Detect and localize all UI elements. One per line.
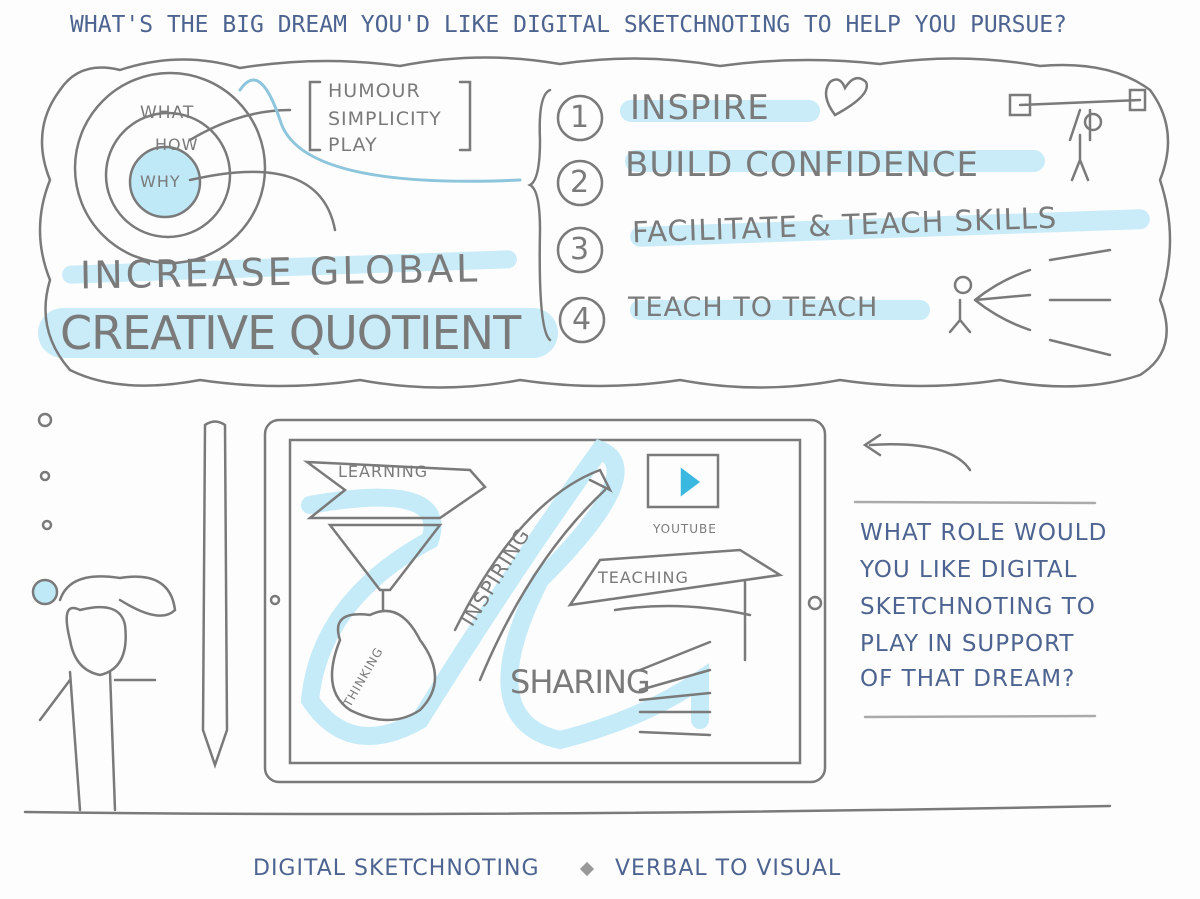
how-circle [104, 111, 232, 239]
page-title: WHAT'S THE BIG DREAM YOU'D LIKE DIGITAL … [70, 12, 1067, 38]
goal-circle-3 [556, 226, 604, 274]
highlight-teach [630, 300, 930, 320]
goal-num-2: 2 [570, 165, 591, 200]
inspiring-arrow [453, 468, 613, 682]
value-simplicity: SIMPLICITY [328, 108, 442, 130]
tablet-learning: LEARNING [338, 462, 429, 481]
return-arrow [862, 433, 972, 472]
footer-right: VERBAL TO VISUAL [615, 856, 842, 881]
goal-circle-2 [556, 159, 604, 207]
person-figure [38, 605, 157, 812]
brain-icon [330, 609, 437, 722]
value-play: PLAY [328, 134, 378, 156]
goal-build-confidence: BUILD CONFIDENCE [625, 145, 980, 185]
goal-circle-1 [556, 94, 604, 142]
question-line-4: PLAY IN SUPPORT [860, 631, 1075, 657]
youtube-screen [646, 453, 720, 509]
what-circle [73, 71, 267, 265]
highlight-inspire [620, 100, 820, 122]
teach-tree-icon [948, 248, 1112, 357]
goal-num-4: 4 [572, 302, 593, 337]
highlight-dream-line2 [38, 308, 558, 358]
dream-line2: CREATIVE QUOTIENT [60, 306, 521, 360]
barbell-icon [1008, 88, 1147, 117]
goal-inspire: INSPIRE [630, 88, 770, 128]
sharing-arrows [638, 640, 712, 737]
goal-circle-4 [558, 296, 606, 344]
arrow-to-goals [238, 78, 522, 183]
arrow-to-dream [188, 170, 337, 232]
footer-left: DIGITAL SKETCHNOTING [253, 856, 540, 881]
arrow-to-values [188, 108, 292, 142]
question-line-3: SKETCHNOTING TO [860, 594, 1096, 620]
question-line-2: YOU LIKE DIGITAL [860, 557, 1078, 583]
tablet-screen [288, 438, 802, 765]
learning-banner [302, 460, 487, 520]
goal-num-3: 3 [570, 232, 591, 267]
tablet-sharing: SHARING [510, 663, 651, 701]
why-circle [128, 145, 202, 219]
dream-line1: INCREASE GLOBAL [79, 246, 481, 298]
heart-icon [824, 76, 869, 117]
label-what: WHAT [140, 103, 195, 123]
goal-num-1: 1 [570, 100, 591, 135]
stylus-pencil [201, 420, 229, 769]
value-humour: HUMOUR [328, 80, 421, 102]
thought-flower-icon [31, 578, 59, 606]
label-how: HOW [155, 135, 199, 154]
values-bracket [308, 80, 472, 152]
tablet-frame [263, 418, 827, 784]
goal-teach-to-teach: TEACH TO TEACH [628, 292, 879, 323]
tablet-flow-highlight [300, 439, 709, 750]
highlight-confidence [625, 150, 1045, 172]
funnel-icon [327, 523, 443, 612]
question-line-1: WHAT ROLE WOULD [860, 520, 1108, 546]
person-hair [58, 575, 177, 617]
cloud-outline [38, 56, 1172, 389]
play-icon [680, 467, 701, 497]
teaching-hat [567, 548, 784, 662]
tablet-teaching: TEACHING [598, 568, 689, 587]
ground-line [23, 804, 1112, 816]
stick-figure-icon [1068, 108, 1092, 182]
question-line-5: OF THAT DREAM? [860, 666, 1076, 692]
tablet-youtube: YOUTUBE [653, 522, 717, 536]
label-why: WHY [140, 172, 181, 191]
goals-brace [527, 88, 552, 342]
